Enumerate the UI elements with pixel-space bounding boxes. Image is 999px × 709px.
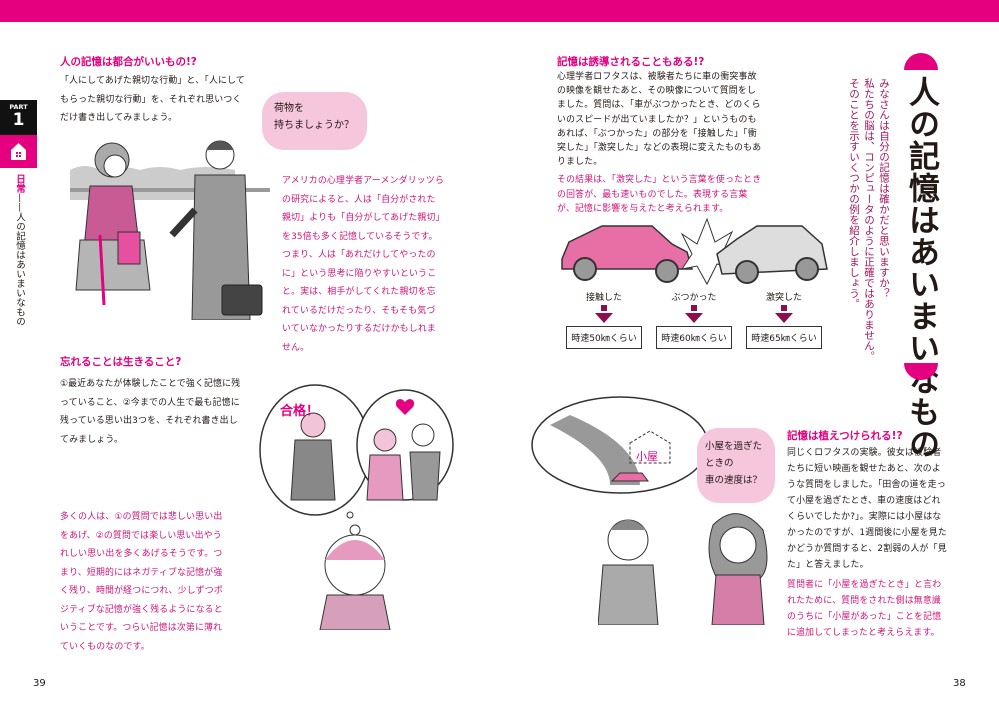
section-text: 心理学者ロフタスは、被験者たちに車の衝突事故の映像を観せたあと、その映像について… — [557, 70, 765, 216]
part-label: PART — [9, 103, 28, 111]
speed-item: ぶつかった時速60㎞くらい — [656, 290, 732, 349]
lead-line: そのことを示すいくつかの例を紹介しましょう。 — [848, 78, 860, 309]
chapter-title: 人の記憶はあいまいなもの — [903, 76, 939, 460]
lead-line: 私たちの脳は、コンピュータのように正確ではありません。 — [863, 78, 875, 362]
section-body: 同じくロフタスの実験。彼女は被験者たちに短い映画を観せたあと、次のような質問をし… — [787, 448, 947, 570]
down-arrow-icon — [685, 313, 703, 323]
illustration-elderly-woman-and-man — [70, 140, 270, 320]
down-arrow-icon — [595, 313, 613, 323]
bubble-line: ときの — [705, 458, 734, 469]
illustration-car-crash — [561, 217, 828, 286]
section-note: その結果は、「激突した」という言葉を使ったときの回答が、最も速いものでした。表現… — [557, 175, 762, 214]
side-tab-title: 日常——人の記憶はあいまいなもの — [12, 174, 26, 326]
bubble-line: 小屋を過ぎた — [705, 441, 763, 452]
house-icon — [0, 135, 37, 168]
title-cap-top — [904, 53, 938, 70]
section-note: 質問者に「小屋を過ぎたとき」と言われたために、質問をされた側は無意識のうちに「小… — [787, 580, 942, 638]
category-label: 日常 — [14, 174, 25, 193]
section-heading: 忘れることは生きること? — [60, 356, 182, 368]
section-heading: 記憶は植えつけられる!? — [787, 430, 903, 442]
speed-value: 時速50㎞くらい — [566, 326, 642, 349]
illustration-memory-clouds — [259, 384, 454, 630]
illustration-text: 小屋 — [636, 450, 658, 463]
speech-bubble: 荷物を 持ちましょうか？ — [262, 92, 367, 150]
chapter-short-title: ——人の記憶はあいまいなもの — [14, 193, 25, 326]
heart-icon — [395, 399, 415, 415]
illustration-country-road — [531, 396, 709, 494]
lead-line: みなさんは自分の記憶は確かだと思いますか？ — [878, 78, 890, 299]
bubble-line: 持ちましょうか？ — [274, 120, 354, 131]
top-color-bar — [0, 0, 999, 22]
page-number-left: 39 — [33, 678, 46, 689]
part-badge: PART 1 — [0, 100, 37, 135]
section-body: 「人にしてあげた親切な行動」と、「人にしてもらった親切な行動」を、それぞれ思いつ… — [60, 76, 245, 123]
speed-item: 激突した時速65㎞くらい — [746, 290, 822, 349]
page-number-right: 38 — [953, 678, 966, 689]
speed-item: 接触した時速50㎞くらい — [566, 290, 642, 349]
section-note: アメリカの心理学者アーメンダリッツらの研究によると、人は「自分がされた親切」より… — [282, 176, 445, 353]
speed-verb: ぶつかった — [671, 293, 717, 303]
section-note: 多くの人は、①の質問では悲しい思い出をあげ、②の質問では楽しい思い出やうれしい思… — [60, 512, 223, 652]
speed-value: 時速60㎞くらい — [656, 326, 732, 349]
bubble-line: 荷物を — [274, 103, 304, 114]
section-heading: 記憶は誘導されることもある!? — [557, 56, 705, 68]
chapter-lead: みなさんは自分の記憶は確かだと思いますか？ 私たちの脳は、コンピュータのように正… — [846, 78, 891, 362]
speed-verb: 激突した — [765, 293, 802, 303]
speed-value: 時速65㎞くらい — [746, 326, 822, 349]
illustration-text: 合格！ — [280, 404, 320, 419]
section-heading: 人の記憶は都合がいいもの!? — [60, 56, 197, 68]
down-arrow-icon — [775, 313, 793, 323]
section-text: 同じくロフタスの実験。彼女は被験者たちに短い映画を観せたあと、次のような質問をし… — [787, 445, 947, 641]
title-cap-bottom — [904, 363, 938, 380]
section-body: 心理学者ロフタスは、被験者たちに車の衝突事故の映像を観せたあと、その映像について… — [557, 72, 762, 168]
speech-bubble: 小屋を過ぎた ときの 車の速度は？ — [697, 428, 775, 503]
part-number: 1 — [12, 110, 25, 130]
bubble-line: 車の速度は？ — [705, 475, 763, 486]
illustration-man-and-woman — [598, 513, 768, 625]
speed-verb: 接触した — [585, 293, 622, 303]
speed-results: 接触した時速50㎞くらい ぶつかった時速60㎞くらい 激突した時速65㎞くらい — [566, 290, 822, 349]
section-body: ①最近あなたが体験したことで強く記憶に残っていること、②今までの人生で最も記憶に… — [60, 379, 241, 445]
